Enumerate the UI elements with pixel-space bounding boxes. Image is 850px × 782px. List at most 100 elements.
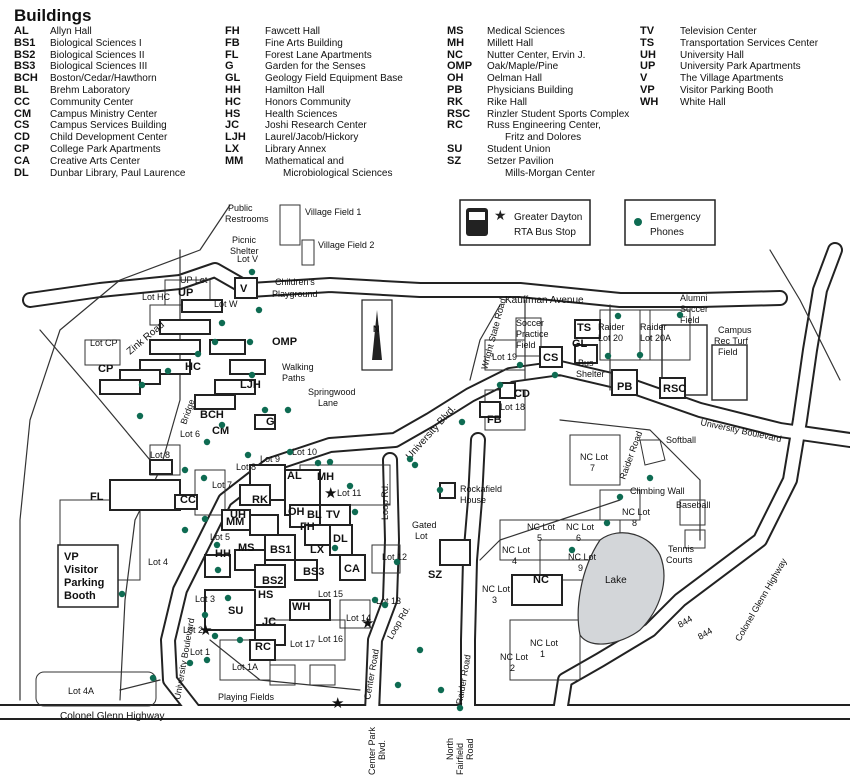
center-park-label-2: Blvd. bbox=[377, 740, 387, 760]
lot-label: NC Lot bbox=[566, 522, 595, 532]
emergency-phone-marker bbox=[516, 361, 524, 369]
legend-code: WH bbox=[640, 95, 659, 108]
lot-label: Lot 2 bbox=[183, 625, 203, 635]
lot-label: 2 bbox=[510, 663, 515, 673]
building-code-label: DL bbox=[333, 533, 348, 545]
lot-label: Raider bbox=[598, 322, 625, 332]
lot-label: 7 bbox=[590, 463, 595, 473]
legend-name: Rinzler Student Sports Complex bbox=[487, 108, 630, 120]
legend-name: Mathematical and bbox=[265, 155, 344, 167]
place-label: Soccer bbox=[516, 318, 544, 328]
legend-code: MM bbox=[225, 154, 244, 167]
building-code-label: SZ bbox=[428, 569, 442, 581]
legend-name: Student Union bbox=[487, 143, 551, 155]
lot-label: 8 bbox=[632, 518, 637, 528]
emergency-phone-marker bbox=[646, 474, 654, 482]
legend-code: FL bbox=[225, 48, 239, 61]
place-label: Bus bbox=[578, 358, 594, 368]
legend-name: Joshi Research Center bbox=[265, 120, 367, 132]
legend-row: Microbiological Sciences bbox=[225, 168, 403, 180]
lot-label: Lot V bbox=[237, 254, 258, 264]
legend-name: Forest Lane Apartments bbox=[265, 49, 372, 61]
lot-label: Lot 20A bbox=[640, 333, 671, 343]
legend-code: TS bbox=[640, 36, 655, 49]
svg-text:N: N bbox=[373, 324, 380, 334]
legend-name: Russ Engineering Center, bbox=[487, 120, 601, 132]
legend-code: JC bbox=[225, 119, 240, 132]
emergency-phone-marker bbox=[394, 681, 402, 689]
legend-code: RC bbox=[447, 119, 463, 132]
legend-name: Mills-Morgan Center bbox=[505, 167, 596, 179]
building-code-label: SU bbox=[228, 605, 243, 617]
building-code-label: LX bbox=[310, 544, 325, 556]
legend-code: BS1 bbox=[14, 36, 36, 49]
lot-label: Lot HC bbox=[142, 292, 171, 302]
legend-code: HS bbox=[225, 107, 241, 120]
lot-label: 1 bbox=[540, 649, 545, 659]
building-code-label: NC bbox=[533, 574, 549, 586]
emergency-phone-marker bbox=[437, 686, 445, 694]
legend-code: G bbox=[225, 60, 234, 73]
legend-title: Buildings bbox=[14, 6, 92, 25]
emergency-phones-key-line1: Emergency bbox=[650, 212, 701, 223]
place-label: Gated bbox=[412, 520, 437, 530]
center-park-label-1: Center Park bbox=[367, 726, 377, 775]
lot-label: NC Lot bbox=[568, 552, 597, 562]
place-label: Field bbox=[718, 347, 738, 357]
lot-label: 9 bbox=[578, 563, 583, 573]
emergency-phone-marker bbox=[138, 381, 146, 389]
loop-road-label-1: Loop Rd. bbox=[380, 483, 390, 520]
place-label: Softball bbox=[666, 435, 696, 445]
building-code-label: HS bbox=[258, 589, 273, 601]
legend-code: BCH bbox=[14, 72, 38, 85]
emergency-phone-marker bbox=[286, 448, 294, 456]
emergency-phone-marker bbox=[603, 519, 611, 527]
emergency-phone-marker bbox=[203, 438, 211, 446]
legend-name: Geology Field Equipment Base bbox=[265, 73, 403, 85]
emergency-phone-marker bbox=[326, 458, 334, 466]
emergency-phone-marker bbox=[393, 558, 401, 566]
building-code-label: JC bbox=[262, 616, 276, 628]
emergency-phone-marker bbox=[248, 268, 256, 276]
emergency-phone-marker bbox=[676, 311, 684, 319]
legend-code: UP bbox=[640, 60, 656, 73]
legend-code: DL bbox=[14, 166, 29, 179]
legend-name: Transportation Services Center bbox=[680, 37, 819, 49]
emergency-phone-marker bbox=[211, 338, 219, 346]
lot-label: Lot 4A bbox=[68, 686, 94, 696]
building-code-label: CP bbox=[98, 363, 113, 375]
emergency-phone-marker bbox=[416, 646, 424, 654]
legend-code: GL bbox=[225, 72, 241, 85]
lot-label: Lot CP bbox=[90, 338, 118, 348]
legend-name: Boston/Cedar/Hawthorn bbox=[50, 73, 157, 85]
legend-code: OMP bbox=[447, 60, 473, 73]
place-label: Paths bbox=[282, 373, 306, 383]
lot-label: Lot 15 bbox=[318, 589, 343, 599]
emergency-phone-marker bbox=[200, 474, 208, 482]
bus-stop-key-line1: Greater Dayton bbox=[514, 212, 582, 223]
emergency-phone-marker bbox=[194, 350, 202, 358]
visitor-parking-booth-box: VP Visitor Parking Booth bbox=[57, 544, 119, 608]
emergency-phone-marker bbox=[331, 544, 339, 552]
emergency-phones bbox=[118, 268, 684, 712]
place-label: Rec Turf bbox=[714, 336, 749, 346]
emergency-phone-marker bbox=[371, 596, 379, 604]
lot-label: Lot 19 bbox=[492, 352, 517, 362]
lot-label: UP Lot bbox=[180, 275, 208, 285]
bus-stop-key: ★ Greater Dayton RTA Bus Stop bbox=[459, 199, 591, 246]
lot-label: 6 bbox=[576, 533, 581, 543]
legend-name: Rike Hall bbox=[487, 96, 528, 108]
lot-label: Lot 3 bbox=[195, 594, 215, 604]
